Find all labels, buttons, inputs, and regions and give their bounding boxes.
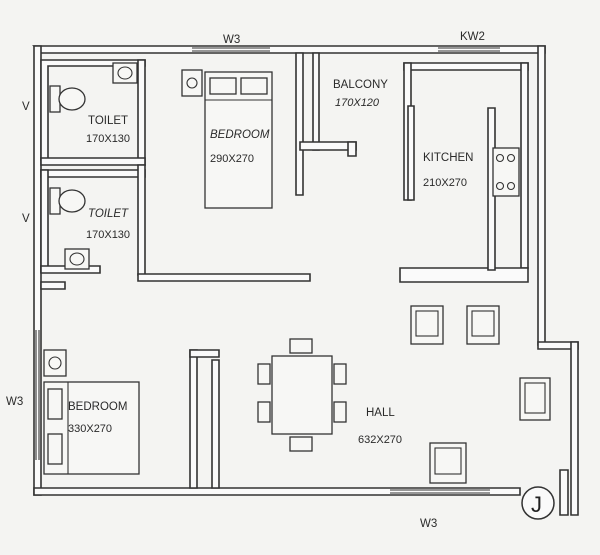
room-label-kitchen: KITCHEN 210X270 — [423, 152, 473, 189]
window-marks — [35, 47, 500, 494]
window-kw2 — [438, 47, 500, 52]
label-v-toilet2: V — [22, 213, 30, 225]
room-label-hall: HALL 632X270 — [358, 407, 402, 446]
window-w3-bottom — [390, 489, 490, 494]
bedside-icon — [43, 349, 67, 377]
room-name: HALL — [366, 407, 395, 419]
room-size: 290X270 — [210, 153, 254, 165]
toilet-icon — [49, 85, 86, 113]
label-w3-top: W3 — [223, 34, 240, 46]
room-size: 330X270 — [68, 423, 112, 435]
label-w3-left: W3 — [6, 396, 23, 408]
room-size: 170X130 — [86, 229, 130, 241]
inner-walls — [40, 52, 529, 489]
window-w3-left — [35, 330, 40, 460]
room-name: BALCONY — [333, 79, 388, 91]
room-label-bedroom2: BEDROOM 330X270 — [68, 401, 127, 435]
toilet1-fixtures — [49, 62, 138, 113]
bed1-icon — [204, 71, 273, 209]
room-name: BEDROOM — [68, 401, 127, 413]
toilet-icon — [49, 187, 86, 215]
label-v-toilet1: V — [22, 101, 30, 113]
dining-table-icon — [257, 338, 347, 452]
room-name: BEDROOM — [210, 129, 270, 141]
sink-icon — [64, 248, 90, 270]
room-label-balcony: BALCONY 170X120 — [333, 79, 388, 109]
toilet2-fixtures — [49, 187, 90, 270]
room-size: 170X120 — [335, 97, 380, 109]
room-label-toilet1: TOILET 170X130 — [86, 115, 130, 145]
window-w3-top — [192, 47, 270, 52]
room-name: KITCHEN — [423, 152, 473, 164]
armchair-icon — [429, 442, 467, 484]
room-name: TOILET — [88, 208, 129, 220]
label-kw2: KW2 — [460, 31, 485, 43]
label-w3-bottom: W3 — [420, 518, 437, 530]
north-symbol-icon: J — [521, 486, 555, 520]
wardrobe-icon — [181, 69, 203, 97]
room-label-bedroom1: BEDROOM 290X270 — [210, 129, 270, 165]
room-size: 210X270 — [423, 177, 467, 189]
armchair-icon — [519, 377, 551, 421]
room-size: 632X270 — [358, 434, 402, 446]
stove-icon — [492, 147, 520, 197]
armchair-icon — [466, 305, 500, 345]
compass-letter: J — [531, 492, 542, 517]
armchair-icon — [410, 305, 444, 345]
bed2-icon — [43, 381, 140, 475]
room-name: TOILET — [88, 115, 128, 127]
room-size: 170X130 — [86, 133, 130, 145]
sink-icon — [112, 62, 138, 84]
room-label-toilet2: TOILET 170X130 — [86, 208, 130, 241]
